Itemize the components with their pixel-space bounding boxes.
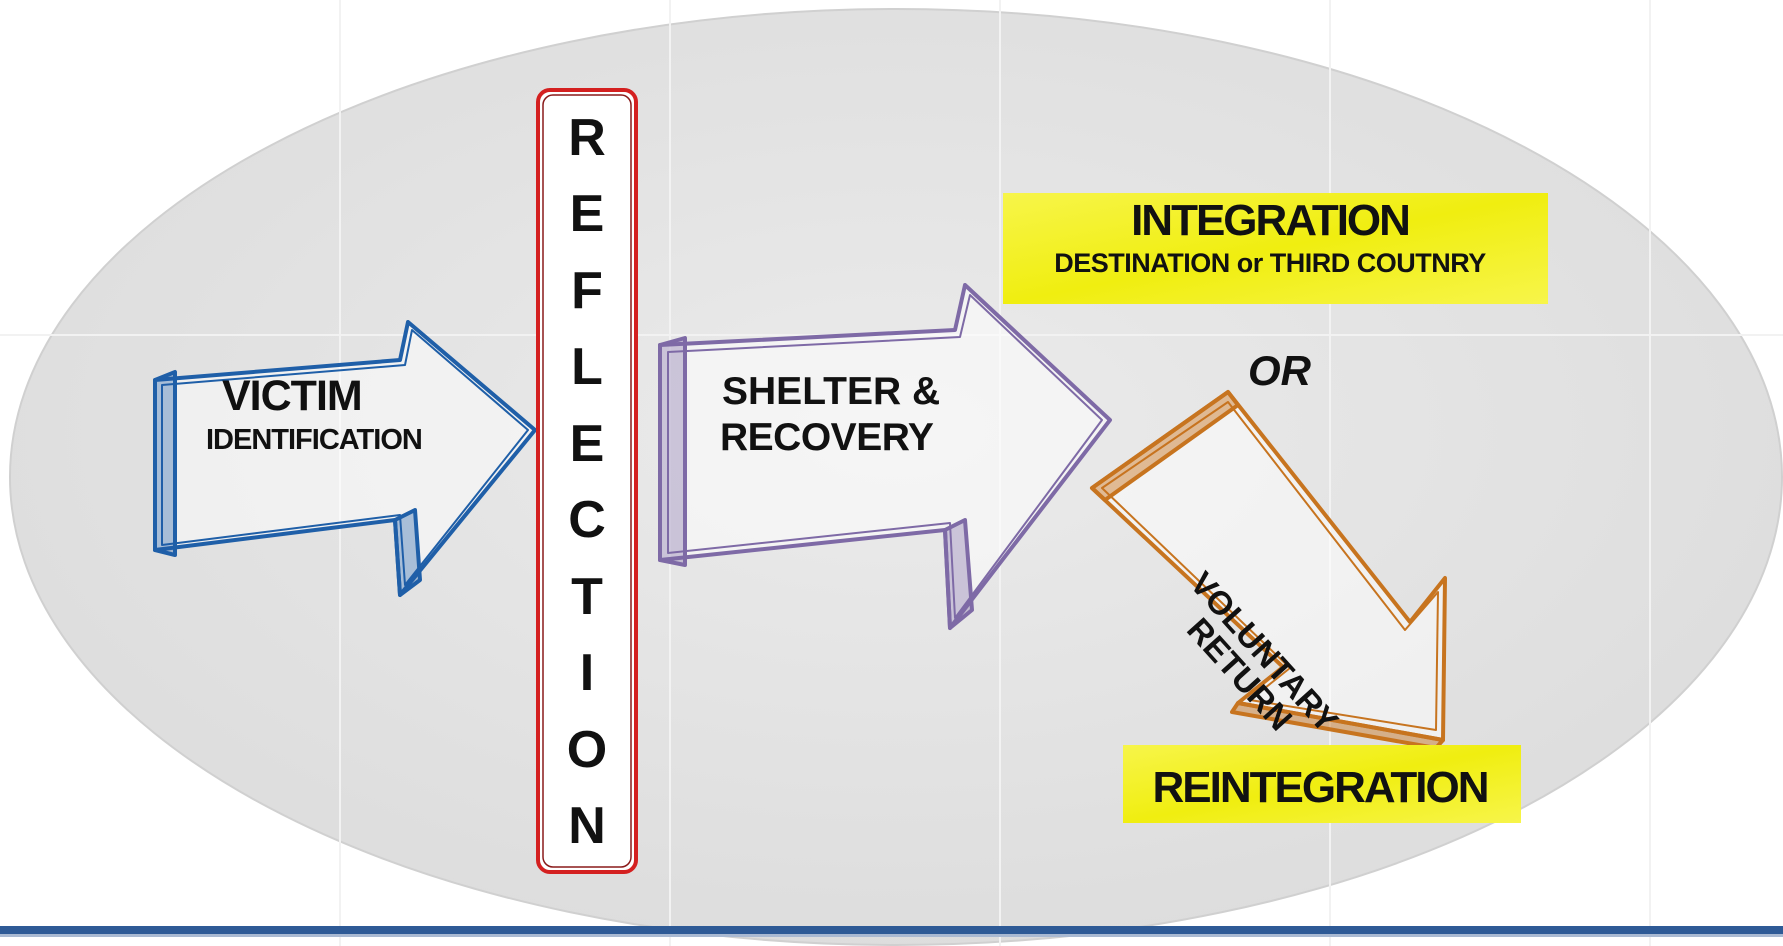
shelter-label-line1: SHELTER & <box>722 370 941 413</box>
victim-arrow <box>153 320 537 597</box>
reflection-letter: L <box>571 338 603 397</box>
shelter-arrow <box>658 283 1112 630</box>
integration-title: INTEGRATION <box>1131 196 1411 245</box>
reflection-letter: F <box>571 261 603 320</box>
return-arrow <box>1090 390 1447 750</box>
victim-title: VICTIM <box>222 372 363 420</box>
reintegration-title: REINTEGRATION <box>1152 763 1490 812</box>
reflection-text: R E F L E C T I O N <box>543 112 631 852</box>
bottom-bar <box>0 926 1783 934</box>
or-label: OR <box>1248 347 1311 394</box>
reflection-letter: O <box>566 720 608 779</box>
reflection-letter: I <box>579 644 595 703</box>
reintegration-highlight <box>1123 745 1521 823</box>
integration-highlight <box>1003 193 1548 304</box>
reflection-letter: N <box>568 796 606 855</box>
reflection-box <box>536 88 638 874</box>
reflection-letter: C <box>568 491 606 550</box>
shelter-label-line2: RECOVERY <box>720 416 934 459</box>
reflection-box-inner <box>542 94 632 868</box>
bottom-bar-shadow <box>0 934 1783 937</box>
reflection-letter: E <box>569 414 605 473</box>
reflection-letter: R <box>568 109 606 167</box>
victim-subtitle: IDENTIFICATION <box>206 424 423 456</box>
integration-subtitle: DESTINATION or THIRD COUTNRY <box>1054 248 1486 278</box>
reflection-letter: T <box>571 567 603 626</box>
reflection-letter: E <box>569 185 605 244</box>
